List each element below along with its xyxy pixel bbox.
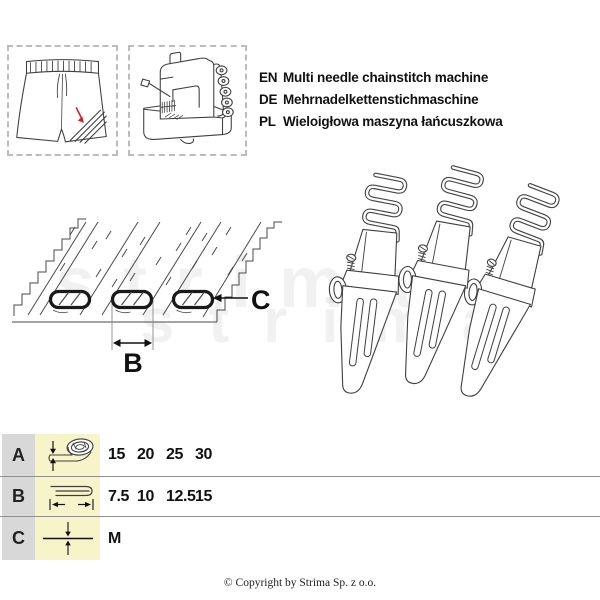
lang-code: EN [259,69,278,85]
dimension-c-arrow [213,294,248,302]
row-label-text: B [12,486,25,506]
row-label-text: C [12,528,25,548]
tape-roll-width-icon [48,438,94,471]
row-values-c: M [108,517,137,560]
product-name-de: Mehrnadelkettenstichmaschine [283,91,479,107]
spool-stand-icon [215,65,234,118]
shorts-icon [16,59,107,144]
folder-unit [398,165,484,385]
value: 10 [137,487,154,505]
row-label-a: A [2,434,35,476]
value: 30 [195,446,212,463]
value: 12.5 [166,487,196,505]
table-separator [0,516,600,517]
sewing-machine-icon [140,51,234,144]
row-icon-cell-c [35,517,100,560]
value: 25 [166,446,183,463]
value: M [108,529,121,547]
product-names: EN Multi needle chainstitch machine DE M… [259,66,503,132]
dimension-b-arrow [113,339,152,347]
product-name-en: Multi needle chainstitch machine [283,69,489,85]
value: 15 [195,487,212,505]
table-separator [0,476,600,477]
row-label-c: C [2,517,35,560]
row-icon-cell-a [35,434,100,476]
folded-tape-width-icon [49,485,94,510]
red-arrow-icon [75,106,84,123]
row-label-text: A [12,444,25,465]
product-name-pl: Wieloigłowa maszyna łańcuszkowa [283,113,503,129]
lang-code: PL [259,113,276,129]
folder-unit [328,172,408,394]
buttonhole-stitches [48,289,215,314]
lang-row-de: DE Mehrnadelkettenstichmaschine [259,88,503,110]
row-values-a: 15 20 25 30 [108,434,224,476]
lang-row-en: EN Multi needle chainstitch machine [259,66,503,88]
folder-attachments-illustration [328,165,560,397]
garment-thumbnail [7,45,118,156]
machine-thumbnail [128,45,247,156]
row-label-b: B [2,477,35,516]
folder-unit [460,183,560,397]
dimension-b-label: B [123,348,143,378]
value: 7.5 [108,487,130,505]
tape-thickness-icon [43,522,93,555]
seam-diagram: C B [12,218,282,378]
row-icon-cell-b [35,477,100,516]
value: 20 [137,446,154,463]
lang-row-pl: PL Wieloigłowa maszyna łańcuszkowa [259,110,503,132]
copyright-line: © Copyright by Strima Sp. z o.o. [223,577,377,589]
dimension-c-label: C [251,285,271,315]
value: 15 [108,446,125,463]
lang-code: DE [259,91,278,107]
row-values-b: 7.5 10 12.5 15 [108,477,224,516]
